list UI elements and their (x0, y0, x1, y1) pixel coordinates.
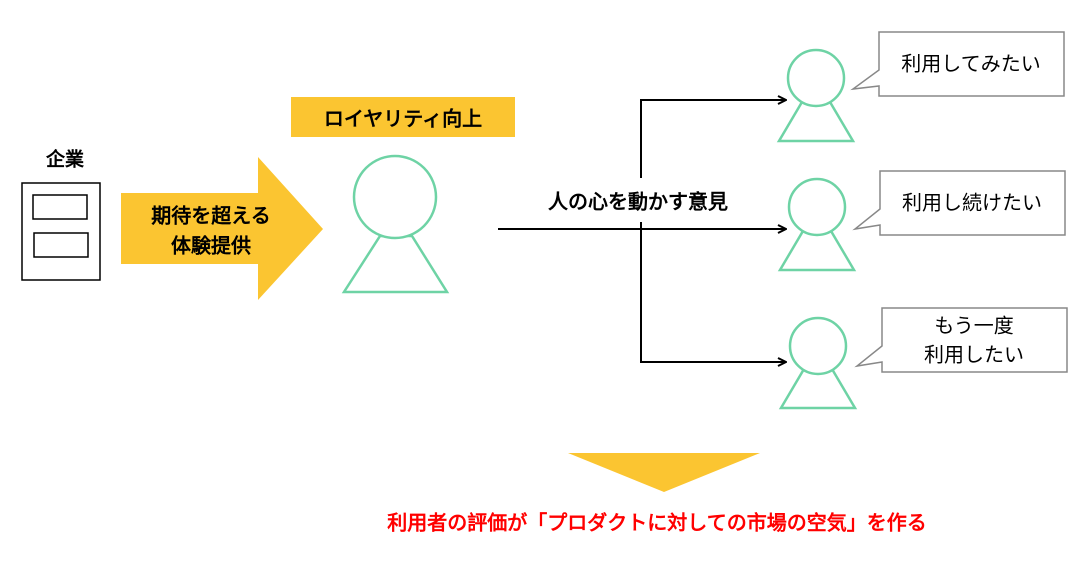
company-icon (21, 182, 101, 281)
speech-bubbles (850, 31, 1068, 373)
down-arrow (568, 453, 760, 492)
central-person-icon (341, 154, 450, 294)
conclusion-text: 利用者の評価が「プロダクトに対しての市場の空気」を作る (387, 510, 927, 535)
bubble-3-text-line1: もう一度 (934, 313, 1014, 338)
bubble-3-text-line2: 利用したい (924, 342, 1024, 367)
bubble-1-text: 利用してみたい (901, 51, 1041, 76)
person-icon-3 (778, 316, 858, 410)
company-label: 企業 (45, 148, 85, 171)
bubble-2-text: 利用し続けたい (902, 190, 1042, 215)
opinion-label: 人の心を動かす意見 (548, 189, 728, 214)
person-icon-2 (777, 177, 857, 272)
loyalty-label-box (291, 97, 515, 137)
arrow-text-line2: 体験提供 (171, 233, 251, 258)
arrow-text-line1: 期待を超える (151, 203, 271, 228)
person-icon-1 (776, 48, 856, 143)
loyalty-label: ロイヤリティ向上 (323, 106, 483, 131)
experience-arrow (121, 157, 323, 300)
connector-lines (498, 100, 786, 362)
